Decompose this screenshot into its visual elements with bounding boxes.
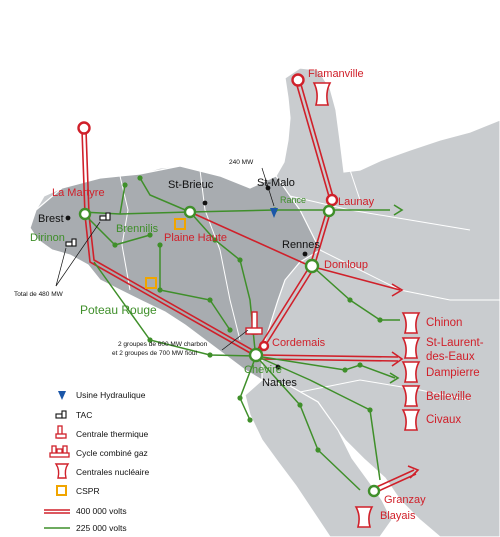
legend-nuclear-icon [54, 463, 70, 479]
label-domloup: Domloup [324, 259, 368, 271]
cspr-icon [145, 218, 186, 289]
legend-cspr-label: CSPR [76, 486, 100, 496]
label-poteau-rouge: Poteau Rouge [80, 303, 157, 317]
tac-icon [65, 212, 111, 247]
legend: Usine Hydraulique TAC Centrale thermique… [44, 390, 150, 533]
legend-combined-cycle-icon [49, 445, 70, 458]
substation-rings [77, 73, 381, 498]
label-brest: Brest [38, 213, 64, 225]
legend-hydro-icon [58, 391, 66, 400]
callout-lines [55, 167, 275, 351]
label-st-laurent: St-Laurent- [426, 337, 484, 349]
label-rance: Rance [280, 195, 306, 205]
label-plaine-haute: Plaine Haute [164, 232, 227, 244]
lines-225kv [81, 177, 400, 491]
label-brennilis: Brennilis [116, 223, 159, 235]
label-saint-brieuc: St-Brieuc [168, 179, 214, 191]
label-la-martyre: La Martyre [52, 187, 105, 199]
label-rance-capacity: 240 MW [229, 159, 254, 166]
legend-225kv-label: 225 000 volts [76, 523, 127, 533]
line-arrows [389, 204, 420, 479]
thermal-plant-icon [245, 311, 263, 335]
label-belleville: Belleville [426, 391, 471, 403]
label-launay: Launay [338, 196, 375, 208]
label-flamanville: Flamanville [308, 68, 364, 80]
legend-thermal-icon [55, 425, 67, 439]
legend-400kv-label: 400 000 volts [76, 506, 127, 516]
legend-nuclear-label: Centrales nucléaire [76, 467, 150, 477]
legend-400kv-icon [44, 509, 70, 514]
label-cordemais: Cordemais [272, 337, 326, 349]
label-des-eaux: des-Eaux [426, 351, 475, 363]
label-saint-malo: St-Malo [257, 177, 295, 189]
label-dampierre: Dampierre [426, 367, 480, 379]
label-blayais: Blayais [380, 510, 416, 522]
hydro-icon [270, 208, 278, 218]
substation-dots [112, 175, 383, 453]
label-chevire: Cheviré [244, 364, 282, 376]
label-chinon: Chinon [426, 317, 462, 329]
label-civaux: Civaux [426, 414, 461, 426]
legend-cspr-icon [56, 485, 67, 496]
city-dots [65, 185, 308, 370]
label-brest-tac-total: Total de 480 MW [14, 291, 64, 298]
label-dirinon: Dirinon [30, 232, 65, 244]
south-region [244, 379, 393, 537]
legend-thermal-label: Centrale thermique [76, 429, 149, 439]
nuclear-icon [312, 82, 421, 528]
label-nantes: Nantes [262, 377, 297, 389]
label-rennes: Rennes [282, 239, 320, 251]
legend-hydro-label: Usine Hydraulique [76, 390, 146, 400]
legend-tac-label: TAC [76, 410, 92, 420]
label-cordemais-detail-2: et 2 groupes de 700 MW fioul [112, 350, 197, 357]
legend-combined-cycle-label: Cycle combiné gaz [76, 448, 148, 458]
legend-tac-icon [55, 410, 67, 419]
label-cordemais-detail-1: 2 groupes de 600 MW charbon [118, 341, 208, 348]
label-granzay: Granzay [384, 494, 426, 506]
